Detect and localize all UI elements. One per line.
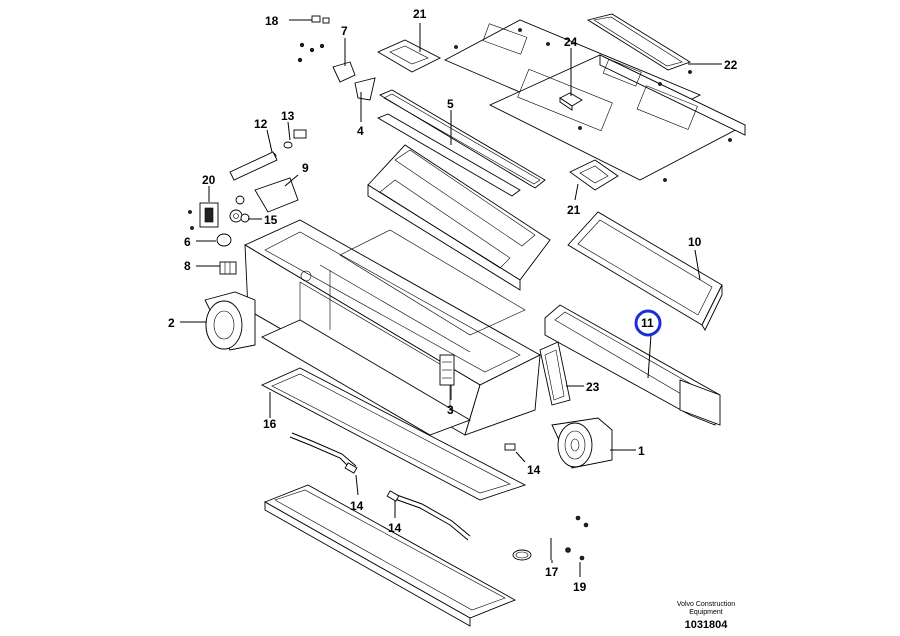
callout-11: 11	[641, 316, 654, 330]
callout-3: 3	[447, 403, 454, 417]
callout-23: 23	[586, 380, 600, 394]
callout-8: 8	[184, 259, 191, 273]
callout-21-top: 21	[413, 7, 427, 21]
block-24	[559, 92, 583, 111]
callout-6: 6	[184, 235, 191, 249]
callout-5: 5	[447, 97, 454, 111]
heater-housing	[244, 219, 541, 436]
callout-4: 4	[357, 124, 364, 138]
callout-2: 2	[168, 316, 175, 330]
callout-9: 9	[302, 161, 309, 175]
gasket-16	[260, 319, 527, 501]
cover-plate-21-lower	[569, 159, 619, 191]
callout-20: 20	[202, 173, 216, 187]
callout-16: 16	[263, 417, 277, 431]
callout-labels: 18 7 21 24 22 4 5 12 13 9 20 15 21 6 10 …	[168, 7, 738, 594]
small-parts	[188, 15, 589, 561]
callout-13: 13	[281, 109, 295, 123]
callout-14-center: 14	[388, 521, 402, 535]
callout-21-lower: 21	[567, 203, 581, 217]
callout-10: 10	[688, 235, 702, 249]
top-cover-plate	[443, 19, 747, 182]
callout-1: 1	[638, 444, 645, 458]
callout-15: 15	[264, 213, 278, 227]
callout-24: 24	[564, 35, 578, 49]
leader-lines	[180, 19, 722, 577]
brand-line-1: Volvo Construction	[676, 601, 736, 608]
gasket-frame-22	[586, 13, 692, 71]
brand-line-2: Equipment	[689, 609, 723, 616]
callout-17: 17	[545, 565, 559, 579]
blower-1	[551, 417, 613, 469]
cover-plate-21-top	[377, 39, 441, 73]
plate-23	[539, 341, 571, 406]
callout-22: 22	[724, 58, 738, 72]
highlight-ring	[634, 309, 662, 337]
filter-10	[567, 211, 723, 331]
callout-18: 18	[265, 14, 279, 28]
callout-19: 19	[573, 580, 587, 594]
blower-2	[204, 291, 256, 351]
callout-7: 7	[341, 24, 348, 38]
filter-11	[544, 304, 721, 426]
callout-12: 12	[254, 117, 268, 131]
rail-strip-5	[376, 89, 546, 197]
callout-14-left: 14	[350, 499, 364, 513]
callout-14-right: 14	[527, 463, 541, 477]
upper-duct	[367, 144, 551, 291]
document-number: 1031804	[684, 619, 728, 631]
bottom-tray	[263, 484, 517, 627]
